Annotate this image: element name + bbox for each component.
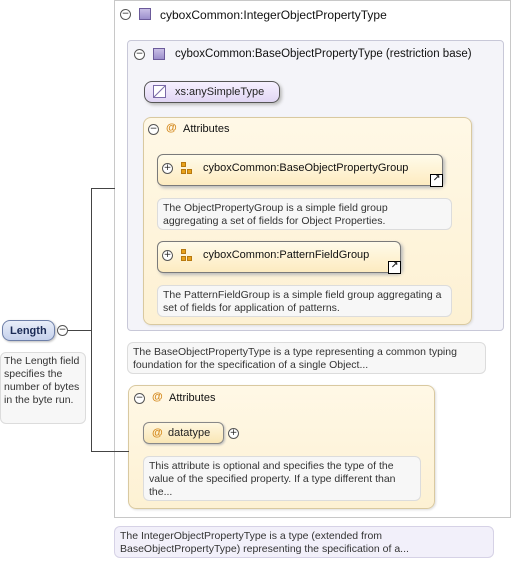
element-length[interactable]: Length: [2, 320, 55, 341]
type-title: cyboxCommon:IntegerObjectPropertyType: [160, 8, 387, 22]
group-box-patternfield[interactable]: [157, 241, 401, 273]
simple-type-icon: [153, 85, 166, 98]
connector-line: [91, 188, 92, 451]
element-name: Length: [10, 325, 47, 337]
complex-type-icon: [139, 8, 151, 20]
group-expand-toggle[interactable]: +: [162, 250, 173, 261]
at-icon: @: [152, 427, 163, 439]
group-name: cyboxCommon:BaseObjectPropertyGroup: [203, 162, 409, 174]
base-collapse-toggle[interactable]: −: [134, 49, 145, 60]
attribute-group-icon: [181, 249, 193, 261]
group-doc: The PatternFieldGroup is a simple field …: [157, 285, 452, 317]
base-attributes-toggle[interactable]: −: [148, 124, 159, 135]
attribute-doc: This attribute is optional and specifies…: [143, 456, 421, 501]
element-doc: The Length field specifies the number of…: [0, 352, 86, 424]
attributes-label: Attributes: [169, 392, 216, 404]
connector-line: [91, 188, 115, 189]
base-doc: The BaseObjectPropertyType is a type rep…: [127, 342, 486, 374]
link-icon[interactable]: ↗: [430, 174, 443, 187]
base-type-icon: [153, 48, 165, 60]
at-icon: @: [152, 391, 163, 403]
type-doc: The IntegerObjectPropertyType is a type …: [114, 526, 494, 558]
simple-type-pill[interactable]: xs:anySimpleType: [144, 81, 280, 103]
connector-line: [91, 451, 129, 452]
group-box-objectproperty[interactable]: [157, 154, 443, 186]
attributes-toggle[interactable]: −: [134, 393, 145, 404]
attribute-group-icon: [181, 162, 193, 174]
connector-line: [68, 330, 92, 331]
base-attributes-label: Attributes: [183, 123, 230, 135]
element-collapse-toggle[interactable]: −: [57, 325, 68, 336]
link-icon[interactable]: ↗: [388, 261, 401, 274]
base-title: cyboxCommon:BaseObjectPropertyType (rest…: [175, 48, 472, 60]
datatype-expand-toggle[interactable]: +: [228, 428, 239, 439]
datatype-attribute[interactable]: @ datatype: [143, 422, 224, 444]
type-collapse-toggle[interactable]: −: [120, 9, 131, 20]
attribute-name: datatype: [168, 427, 211, 439]
at-icon: @: [166, 122, 177, 134]
group-doc: The ObjectPropertyGroup is a simple fiel…: [157, 198, 452, 230]
group-expand-toggle[interactable]: +: [162, 163, 173, 174]
simple-type-label: xs:anySimpleType: [175, 86, 265, 98]
group-name: cyboxCommon:PatternFieldGroup: [203, 249, 370, 261]
